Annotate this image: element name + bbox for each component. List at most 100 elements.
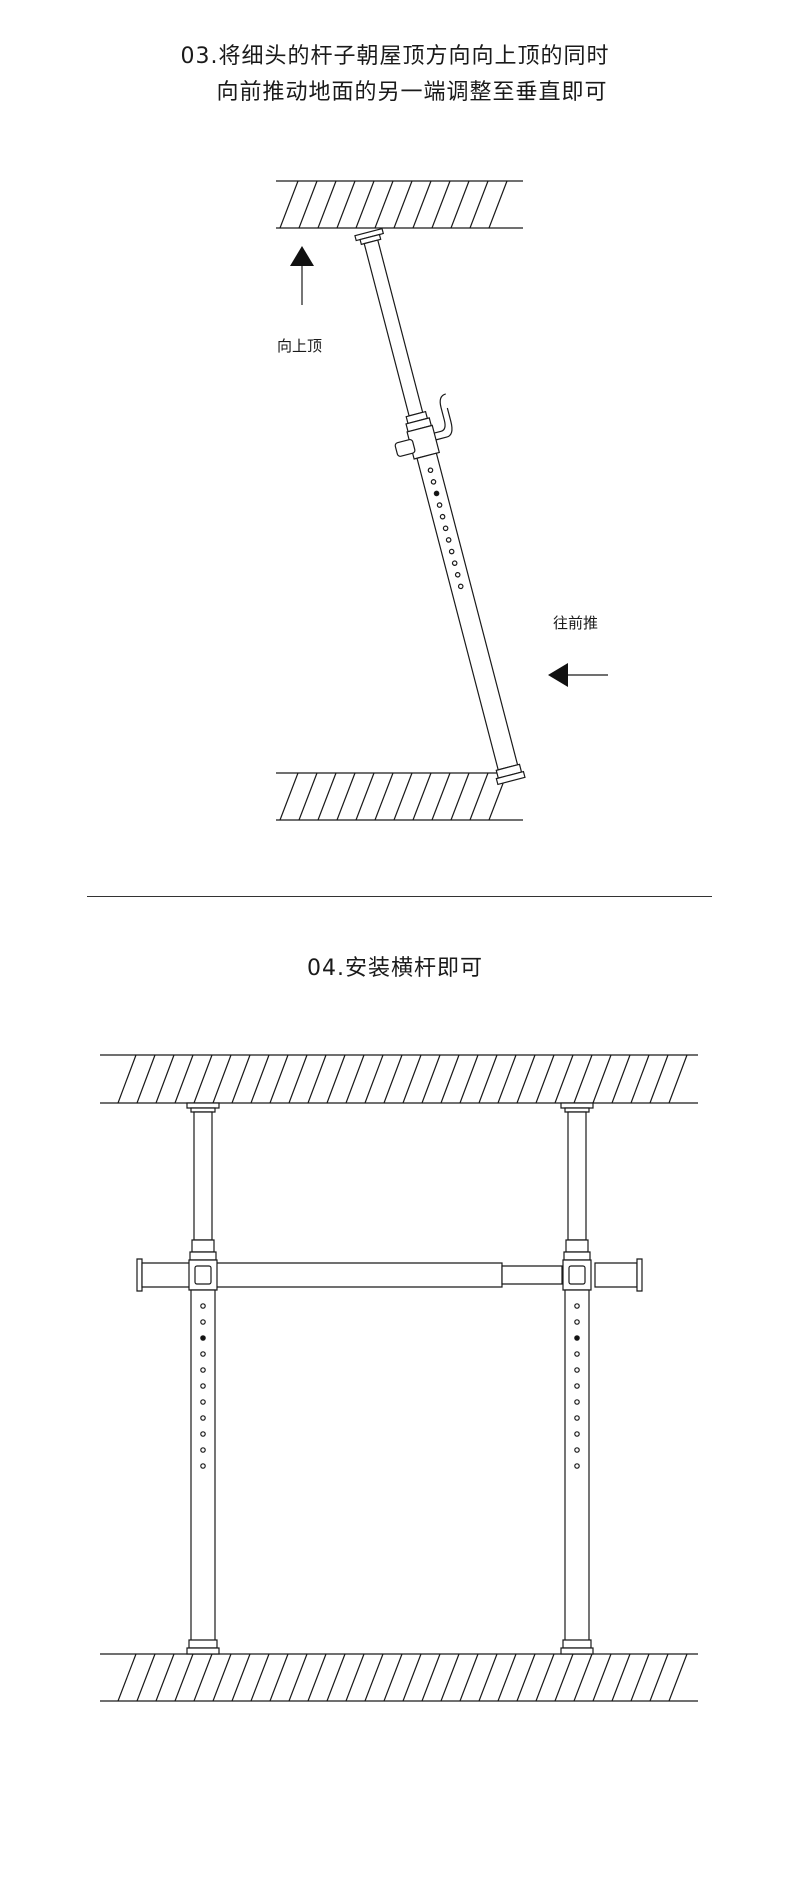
adjustment-hole [452, 560, 457, 565]
adjustment-hole [443, 526, 448, 531]
adjustment-hole [201, 1320, 205, 1324]
adjustment-hole [434, 491, 439, 496]
adjustment-hole [440, 514, 445, 519]
hatch-line [365, 1654, 383, 1701]
hatch-line [318, 773, 336, 820]
hatch-line [337, 181, 355, 228]
hatch-line [479, 1055, 497, 1103]
hatch-line [213, 1055, 231, 1103]
adjustment-hole [201, 1416, 205, 1420]
hatch-line [299, 181, 317, 228]
hatch-line [280, 773, 298, 820]
hatch-line [175, 1055, 193, 1103]
adjustment-hole [446, 537, 451, 542]
adjustment-hole [575, 1384, 579, 1388]
hatch-line [346, 1654, 364, 1701]
hatch-line [631, 1055, 649, 1103]
hatch-line [346, 1055, 364, 1103]
hatch-line [327, 1654, 345, 1701]
hatch-line [270, 1055, 288, 1103]
tilted-pole [341, 224, 544, 788]
hatch-line [289, 1055, 307, 1103]
hatch-line [413, 773, 431, 820]
hatch-line [356, 773, 374, 820]
hatch-line [318, 181, 336, 228]
adjustment-hole [575, 1320, 579, 1324]
hatch-line [451, 773, 469, 820]
hatch-line [327, 1055, 345, 1103]
hatch-line [394, 181, 412, 228]
adjustment-hole [575, 1368, 579, 1372]
hatch-line [384, 1654, 402, 1701]
adjustment-hole [575, 1336, 579, 1340]
hatch-line [536, 1654, 554, 1701]
hatch-line [422, 1055, 440, 1103]
adjustment-hole [455, 572, 460, 577]
hatch-line [555, 1654, 573, 1701]
up-arrow-icon [290, 246, 314, 305]
adjustment-hole [201, 1432, 205, 1436]
hatch-line [156, 1055, 174, 1103]
hatch-line [470, 181, 488, 228]
adjustment-hole [575, 1352, 579, 1356]
step4-title: 04.安装横杆即可 [307, 956, 483, 981]
adjustment-hole [575, 1448, 579, 1452]
adjustment-hole [428, 468, 433, 473]
hatch-line [612, 1654, 630, 1701]
hatch-line [489, 181, 507, 228]
adjustment-hole [431, 479, 436, 484]
adjustment-hole [201, 1336, 205, 1340]
hatch-line [413, 181, 431, 228]
adjustment-hole [437, 502, 442, 507]
hatch-line [460, 1654, 478, 1701]
crossbar [137, 1259, 642, 1291]
hatch-line [441, 1055, 459, 1103]
adjustment-hole [575, 1464, 579, 1468]
hatch-line [375, 181, 393, 228]
step4-floor [100, 1654, 698, 1701]
hatch-line [232, 1055, 250, 1103]
hatch-line [498, 1055, 516, 1103]
adjustment-hole [575, 1416, 579, 1420]
adjustment-hole [201, 1448, 205, 1452]
hatch-line [517, 1055, 535, 1103]
hatch-line [337, 773, 355, 820]
adjustment-hole [201, 1368, 205, 1372]
hatch-line [422, 1654, 440, 1701]
label-push-up: 向上顶 [277, 337, 323, 355]
hatch-line [574, 1055, 592, 1103]
adjustment-hole [201, 1384, 205, 1388]
step3-title-line1: 03.将细头的杆子朝屋顶方向向上顶的同时 [180, 44, 610, 69]
adjustment-hole [201, 1400, 205, 1404]
step3-floor [276, 773, 523, 820]
hatch-line [650, 1055, 668, 1103]
adjustment-hole [458, 584, 463, 589]
hatch-line [270, 1654, 288, 1701]
hatch-line [650, 1654, 668, 1701]
adjustment-hole [201, 1352, 205, 1356]
hatch-line [365, 1055, 383, 1103]
hatch-line [574, 1654, 592, 1701]
hatch-line [280, 181, 298, 228]
hatch-line [555, 1055, 573, 1103]
hatch-line [669, 1654, 687, 1701]
hatch-line [213, 1654, 231, 1701]
hatch-line [498, 1654, 516, 1701]
hatch-line [593, 1654, 611, 1701]
hatch-line [308, 1055, 326, 1103]
hatch-line [612, 1055, 630, 1103]
hatch-line [299, 773, 317, 820]
hatch-line [451, 181, 469, 228]
hatch-line [137, 1055, 155, 1103]
hatch-line [308, 1654, 326, 1701]
hatch-line [156, 1654, 174, 1701]
hatch-line [394, 773, 412, 820]
left-pole [187, 1103, 219, 1654]
step3-ceiling [276, 181, 523, 228]
hatch-line [232, 1654, 250, 1701]
adjustment-hole [201, 1464, 205, 1468]
right-pole [561, 1103, 593, 1654]
adjustment-hole [575, 1400, 579, 1404]
hatch-line [175, 1654, 193, 1701]
hatch-line [118, 1055, 136, 1103]
